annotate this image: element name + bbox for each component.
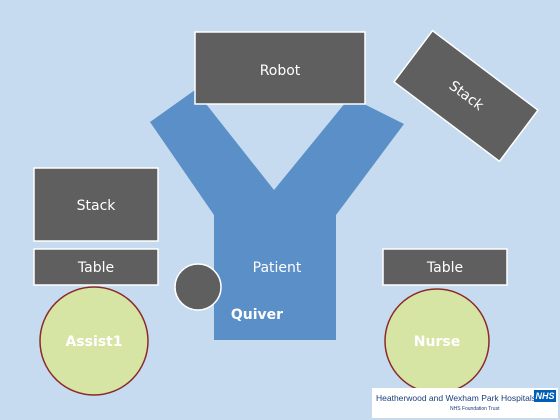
stack-right-box: Stack (392, 29, 540, 163)
quiver-label: Quiver (231, 307, 283, 323)
hospital-name: Heatherwood and Wexham Park Hospitals (376, 393, 537, 403)
stack-left-box (33, 167, 159, 242)
nurse-label: Nurse (414, 334, 460, 350)
table-right-box (382, 248, 508, 286)
patient-label: Patient (253, 260, 302, 276)
stack-left-label: Stack (77, 198, 117, 214)
assist-circle (39, 286, 149, 396)
assist-label: Assist1 (65, 334, 122, 350)
trust-name: NHS Foundation Trust (450, 406, 500, 412)
table-right-label: Table (426, 260, 463, 276)
robot-label: Robot (260, 63, 301, 79)
nhs-logo: NHS (534, 390, 556, 402)
small-grey-circle (174, 263, 222, 311)
table-left-box (33, 248, 159, 286)
table-left-label: Table (77, 260, 114, 276)
patient-shape (150, 90, 404, 340)
robot-box (194, 31, 366, 105)
hospital-footer: Heatherwood and Wexham Park Hospitals NH… (372, 388, 558, 418)
